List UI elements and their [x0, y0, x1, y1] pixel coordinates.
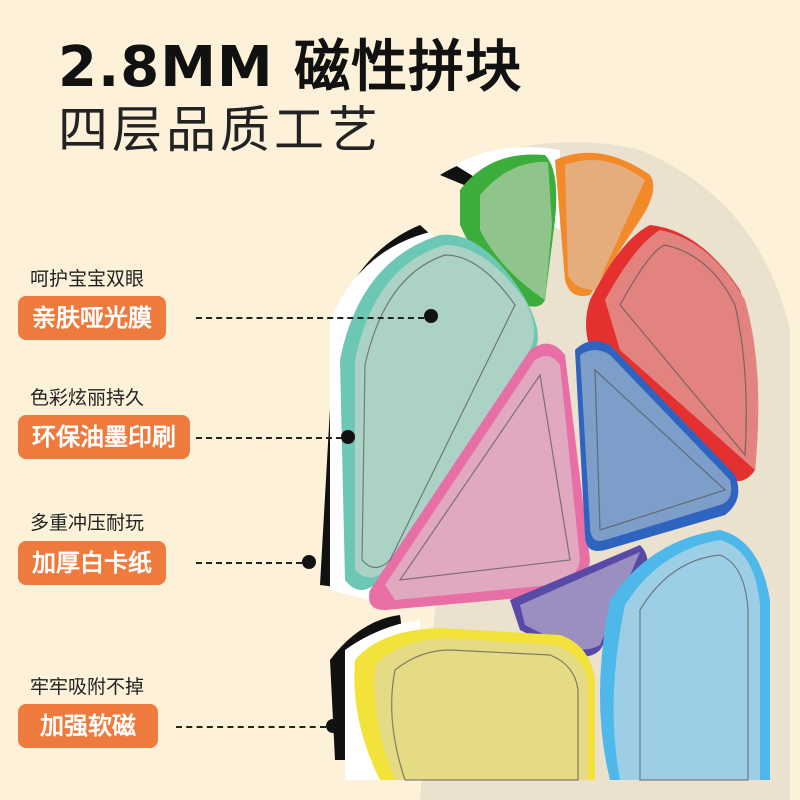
- feature-caption: 牢牢吸附不掉: [30, 676, 145, 698]
- feature-badge: 加强软磁: [18, 704, 158, 748]
- feature-caption: 呵护宝宝双眼: [30, 268, 145, 290]
- pointer-line: [196, 562, 302, 564]
- page-title: 2.8MM 磁性拼块: [58, 35, 523, 100]
- feature-caption: 色彩炫丽持久: [30, 387, 145, 409]
- pointer-line: [196, 437, 342, 439]
- feature-badge: 加厚白卡纸: [18, 541, 166, 585]
- feature-badge: 亲肤哑光膜: [18, 296, 166, 340]
- pointer-dot: [424, 309, 438, 323]
- pointer-dot: [302, 555, 316, 569]
- page-subtitle: 四层品质工艺: [58, 101, 382, 159]
- feature-caption: 多重冲压耐玩: [30, 512, 145, 534]
- pointer-dot: [326, 719, 340, 733]
- pointer-dot: [341, 430, 355, 444]
- pointer-line: [176, 726, 326, 728]
- feature-badge: 环保油墨印刷: [18, 415, 190, 459]
- pointer-line: [196, 317, 424, 319]
